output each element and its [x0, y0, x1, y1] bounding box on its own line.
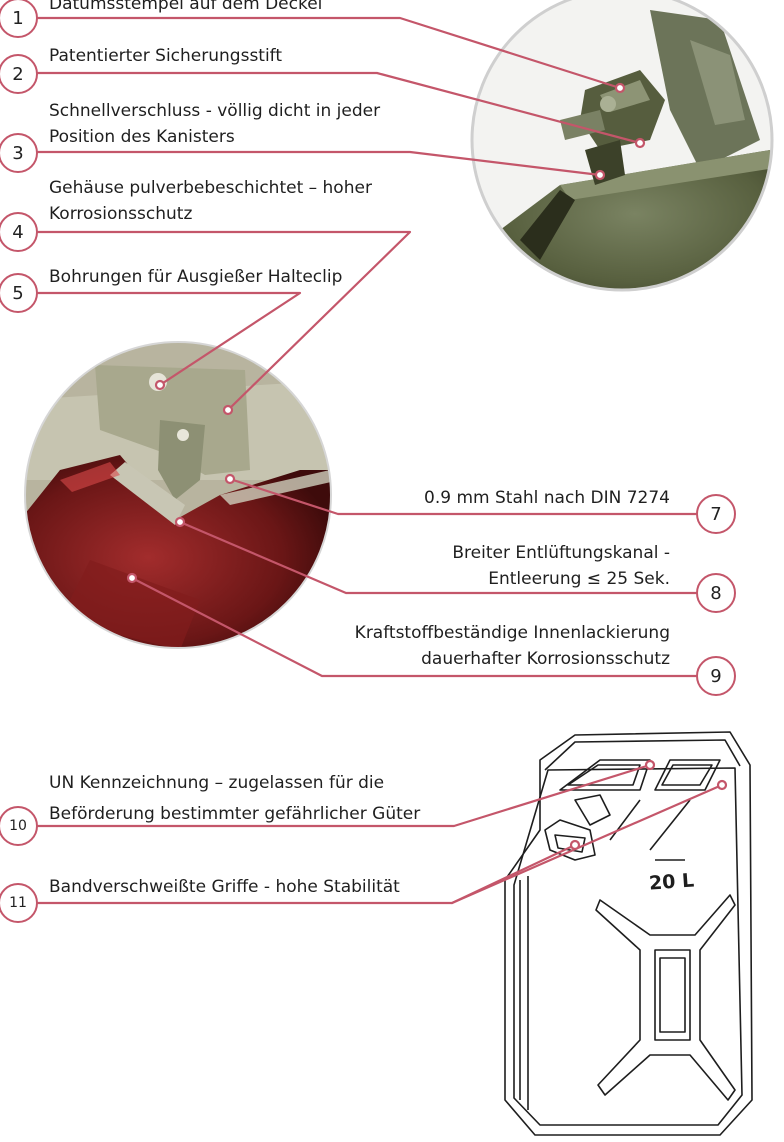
- callout-9-line-1: Kraftstoffbeständige Innenlackierung: [354, 623, 670, 643]
- leader-10: [36, 763, 652, 828]
- callout-11-line-1: Bandverschweißte Griffe - hohe Stabilitä…: [49, 877, 400, 897]
- callout-5-line-1: Bohrungen für Ausgießer Halteclip: [49, 267, 343, 287]
- callout-7-line-1: 0.9 mm Stahl nach DIN 7274: [424, 488, 670, 508]
- callout-1-line-1: Datumsstempel auf dem Deckel: [49, 0, 323, 14]
- callout-2-text: Patentierter Sicherungsstift: [49, 43, 282, 69]
- callout-2-badge: 2: [0, 54, 38, 94]
- callout-3-badge: 3: [0, 133, 38, 173]
- callout-1-text: Datumsstempel auf dem Deckel: [49, 0, 322, 17]
- callout-3-text: Schnellverschluss - völlig dicht in jede…: [49, 98, 380, 150]
- callout-3-line-1: Schnellverschluss - völlig dicht in jede…: [49, 101, 381, 121]
- leader-1: [36, 16, 622, 90]
- callout-5-badge: 5: [0, 273, 38, 313]
- callout-8-line-2: Entleerung ≤ 25 Sek.: [488, 569, 670, 589]
- leader-9: [130, 576, 698, 678]
- leader-lines: [36, 16, 724, 905]
- callout-9-line-2: dauerhafter Korrosionsschutz: [421, 649, 670, 669]
- callout-7-text: 0.9 mm Stahl nach DIN 7274: [424, 485, 670, 511]
- callout-10-text: UN Kennzeichnung – zugelassen für die Be…: [49, 768, 420, 830]
- callout-5-text: Bohrungen für Ausgießer Halteclip: [49, 264, 342, 290]
- jerrycan-line-drawing: [504, 731, 753, 1136]
- callout-9-text: Kraftstoffbeständige Innenlackierung dau…: [355, 620, 670, 672]
- callout-11-badge: 11: [0, 883, 38, 923]
- leader-5: [36, 291, 302, 387]
- callout-10-line-2: Beförderung bestimmter gefährlicher Güte…: [49, 804, 421, 824]
- leader-8: [178, 520, 698, 595]
- callout-4-line-1: Gehäuse pulverbebeschichtet – hoher: [49, 178, 372, 198]
- callout-3-line-2: Position des Kanisters: [49, 127, 235, 147]
- leader-3: [36, 150, 602, 177]
- capacity-label: 20 L: [648, 869, 695, 894]
- leader-end-dots: [126, 82, 728, 851]
- callout-9-badge: 9: [696, 656, 736, 696]
- leader-2: [36, 71, 642, 145]
- leader-11b: [450, 843, 577, 905]
- callout-10-badge: 10: [0, 806, 38, 846]
- callout-4-text: Gehäuse pulverbebeschichtet – hoher Korr…: [49, 175, 372, 227]
- leader-4: [36, 230, 412, 412]
- callout-4-line-2: Korrosionsschutz: [49, 204, 193, 224]
- callout-1-badge: 1: [0, 0, 38, 38]
- cap-closure-zoom: [470, 0, 774, 292]
- callout-8-line-1: Breiter Entlüftungskanal -: [452, 543, 670, 563]
- callout-4-badge: 4: [0, 212, 38, 252]
- callout-8-badge: 8: [696, 573, 736, 613]
- callout-8-text: Breiter Entlüftungskanal - Entleerung ≤ …: [452, 540, 670, 592]
- callout-11-text: Bandverschweißte Griffe - hohe Stabilitä…: [49, 874, 400, 900]
- leader-7: [228, 477, 698, 516]
- callout-2-line-1: Patentierter Sicherungsstift: [49, 46, 283, 66]
- callout-7-badge: 7: [696, 494, 736, 534]
- callout-10-line-1: UN Kennzeichnung – zugelassen für die: [49, 773, 385, 793]
